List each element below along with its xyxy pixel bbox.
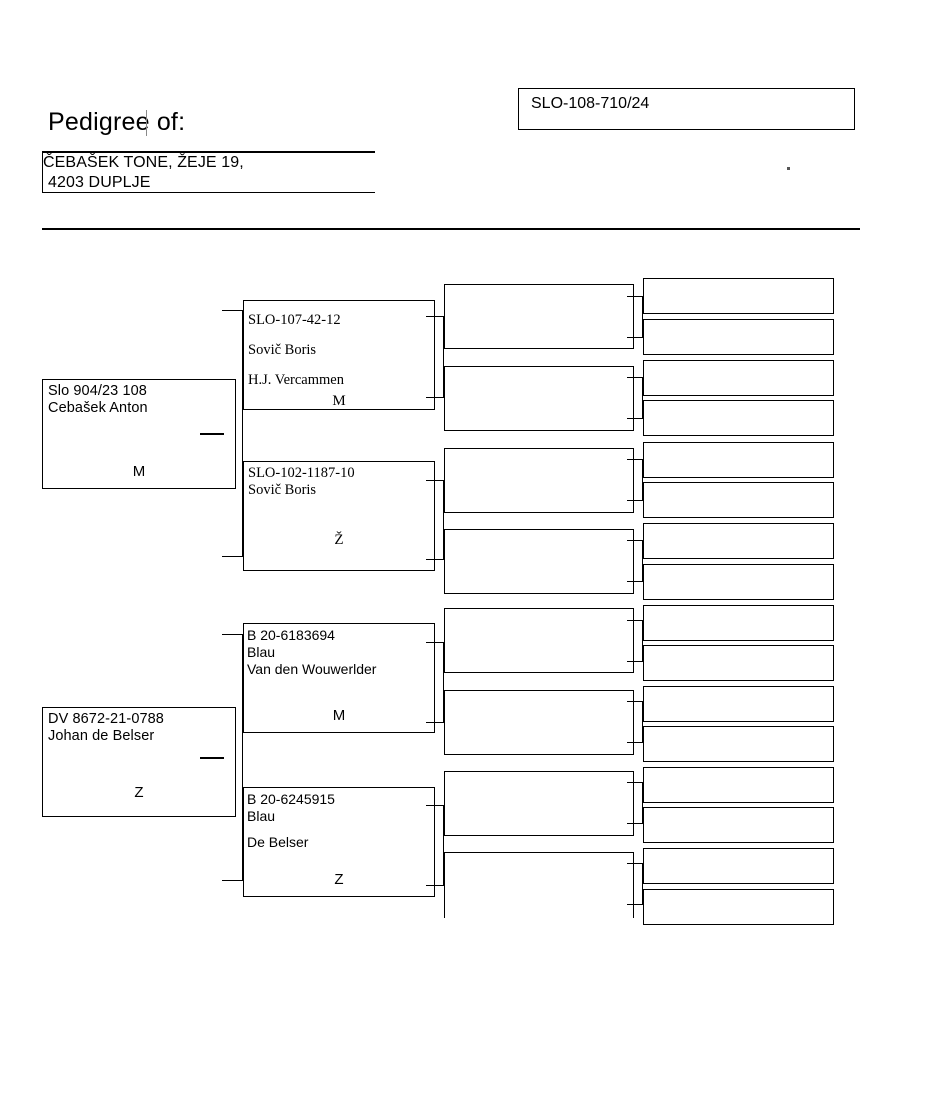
pedigree-name: Johan de Belser <box>48 728 155 744</box>
pedigree-box-gen4-6[interactable] <box>643 523 834 559</box>
pedigree-sex: Z <box>334 871 344 888</box>
pedigree-breeder: H.J. Vercammen <box>248 372 344 388</box>
connector-bracket-gen3-3 <box>627 540 643 582</box>
pedigree-box-gen4-0[interactable] <box>643 278 834 314</box>
ring-number-box: SLO-108-710/24 <box>518 88 855 130</box>
pedigree-box-gen2-1[interactable]: SLO-102-1187-10 Sovič Boris Ž <box>243 461 435 571</box>
pedigree-box-gen3-3[interactable] <box>444 529 634 594</box>
pedigree-name: Cebašek Anton <box>48 400 148 416</box>
connector-bracket-gen3-4 <box>627 620 643 662</box>
pedigree-ring: B 20-6245915 <box>247 791 335 807</box>
owner-city-line: 4203 DUPLJE <box>48 174 151 191</box>
pedigree-box-gen3-2[interactable] <box>444 448 634 513</box>
connector-stem-gen1-sire <box>200 433 224 435</box>
header-divider <box>42 228 860 230</box>
pedigree-box-gen4-2[interactable] <box>643 360 834 396</box>
connector-bracket-gen3-1 <box>627 377 643 419</box>
pedigree-sex: M <box>332 707 346 724</box>
pedigree-box-gen3-7[interactable] <box>444 852 634 918</box>
pedigree-box-gen4-9[interactable] <box>643 645 834 681</box>
pedigree-box-gen4-13[interactable] <box>643 807 834 843</box>
connector-bracket-gen3-7 <box>627 863 643 905</box>
pedigree-box-gen3-0[interactable] <box>444 284 634 349</box>
pedigree-box-gen4-15[interactable] <box>643 889 834 925</box>
pedigree-box-gen3-1[interactable] <box>444 366 634 431</box>
pedigree-ring: B 20-6183694 <box>247 627 335 643</box>
pedigree-ring: DV 8672-21-0788 <box>48 711 164 727</box>
owner-box-top-rule <box>42 151 375 153</box>
pedigree-name: Blau <box>247 644 276 660</box>
connector-bracket-gen3-6 <box>627 782 643 824</box>
pedigree-box-gen4-12[interactable] <box>643 767 834 803</box>
pedigree-breeder: De Belser <box>247 834 309 850</box>
ring-number-value: SLO-108-710/24 <box>531 95 650 112</box>
pedigree-box-gen4-14[interactable] <box>643 848 834 884</box>
connector-bracket-gen2-0 <box>426 316 444 398</box>
pedigree-box-gen4-1[interactable] <box>643 319 834 355</box>
pedigree-name: Blau <box>247 808 276 824</box>
connector-bracket-gen3-0 <box>627 296 643 338</box>
pedigree-ring: Slo 904/23 108 <box>48 383 147 399</box>
pedigree-box-gen4-3[interactable] <box>643 400 834 436</box>
pedigree-name: Sovič Boris <box>248 342 317 358</box>
pedigree-box-gen2-3[interactable]: B 20-6245915 Blau De Belser Z <box>243 787 435 897</box>
pedigree-box-gen4-10[interactable] <box>643 686 834 722</box>
scan-artifact-speck <box>787 167 790 170</box>
pedigree-box-gen3-6[interactable] <box>444 771 634 836</box>
owner-name-line: ČEBAŠEK TONE, ŽEJE 19, <box>43 154 244 171</box>
pedigree-box-gen2-0[interactable]: SLO-107-42-12 Sovič Boris H.J. Vercammen… <box>243 300 435 410</box>
pedigree-box-gen4-8[interactable] <box>643 605 834 641</box>
pedigree-box-gen4-11[interactable] <box>643 726 834 762</box>
connector-bracket-gen2-1 <box>426 480 444 560</box>
pedigree-box-gen3-5[interactable] <box>444 690 634 755</box>
connector-bracket-gen1-dam <box>222 634 243 881</box>
pedigree-sex: M <box>332 393 346 409</box>
pedigree-box-gen4-4[interactable] <box>643 442 834 478</box>
pedigree-ring: SLO-107-42-12 <box>248 312 341 328</box>
pedigree-box-gen3-4[interactable] <box>444 608 634 673</box>
page-title: Pedigree of: <box>48 108 186 136</box>
connector-bracket-gen2-3 <box>426 805 444 886</box>
pedigree-sex: Z <box>134 784 144 801</box>
pedigree-breeder: Van den Wouwerlder <box>247 661 377 677</box>
pedigree-sex: Ž <box>334 532 344 548</box>
connector-bracket-gen3-2 <box>627 459 643 501</box>
pedigree-box-gen2-2[interactable]: B 20-6183694 Blau Van den Wouwerlder M <box>243 623 435 733</box>
connector-bracket-gen1-sire <box>222 310 243 557</box>
connector-bracket-gen2-2 <box>426 642 444 723</box>
pedigree-box-gen4-7[interactable] <box>643 564 834 600</box>
pedigree-box-gen1-dam[interactable]: DV 8672-21-0788 Johan de Belser Z <box>42 707 236 817</box>
pedigree-name: Sovič Boris <box>248 482 317 498</box>
pedigree-ring: SLO-102-1187-10 <box>248 465 355 481</box>
owner-box <box>42 153 375 193</box>
scan-artifact-line <box>146 110 147 136</box>
pedigree-sex: M <box>132 463 146 480</box>
connector-stem-gen1-dam <box>200 757 224 759</box>
connector-bracket-gen3-5 <box>627 701 643 743</box>
pedigree-box-gen4-5[interactable] <box>643 482 834 518</box>
